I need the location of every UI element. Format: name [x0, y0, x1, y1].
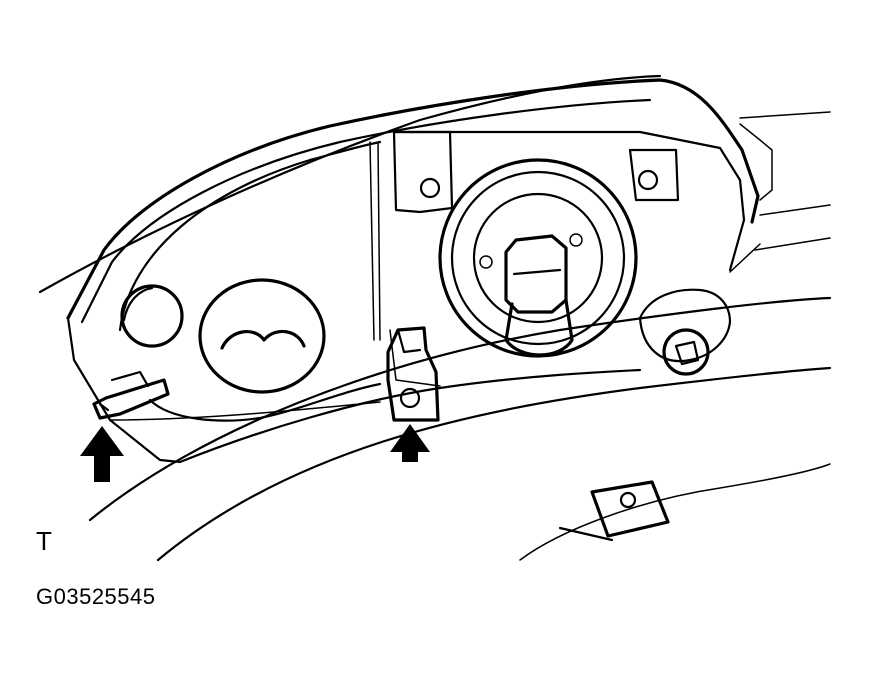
left-mounting-clip-arrow — [80, 426, 124, 482]
reflector-area — [118, 140, 382, 422]
headlamp-housing — [66, 78, 773, 464]
rear-housing-plate — [389, 130, 746, 387]
parking-lamp-bulb — [120, 284, 184, 348]
aim-adjuster — [638, 243, 761, 376]
center-mounting-bolt-arrow — [390, 424, 430, 462]
left-mounting-clip — [92, 370, 170, 420]
center-mounting-bracket — [386, 326, 440, 422]
headlamp-bulb-socket — [438, 158, 638, 358]
lower-retainer-clip — [558, 480, 670, 542]
view-letter: T — [36, 526, 52, 556]
body-contours — [38, 74, 832, 562]
low-beam-lens — [198, 278, 326, 394]
figure-id: G03525545 — [36, 584, 156, 609]
